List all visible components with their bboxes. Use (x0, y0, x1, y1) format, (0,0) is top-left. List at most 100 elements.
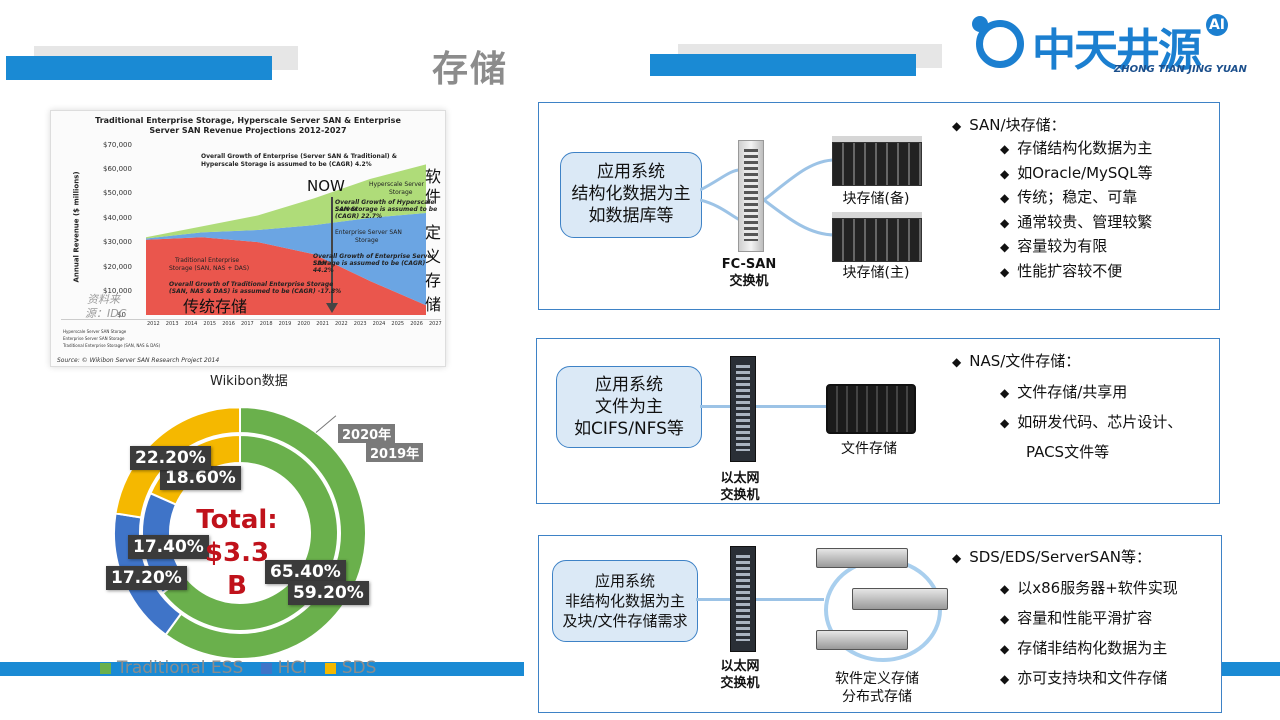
list-item-text: 存储结构化数据为主 (1017, 139, 1153, 157)
now-arrow-line (331, 197, 333, 307)
sds-heading: ◆SDS/EDS/ServerSAN等： (952, 546, 1151, 567)
nas-switch-label-line: 以太网 (720, 471, 760, 486)
bullet-diamond-icon: ◆ (952, 551, 962, 565)
server-icon (852, 588, 948, 610)
sds-app-line: 非结构化数据为主 (564, 592, 685, 610)
san-app-line: 如数据库等 (588, 206, 674, 226)
logo-mark (976, 20, 1024, 68)
list-item: ◆亦可支持块和文件存储 (1000, 664, 1178, 694)
sds-app-line: 及块/文件存储需求 (562, 612, 688, 630)
ytick: $70,000 (103, 141, 132, 149)
bullet-diamond-icon: ◆ (1000, 582, 1010, 596)
list-item-text: 容量较为有限 (1017, 237, 1108, 255)
bullet-diamond-icon: ◆ (1000, 612, 1010, 626)
total-label: Total: (196, 505, 278, 535)
header-bar-right-blue (650, 54, 916, 76)
year-tick: 2012 (147, 321, 160, 327)
legend-sds: SDS (341, 658, 377, 678)
list-item: ◆容量较为有限 (1000, 235, 1153, 260)
san-app-line: 结构化数据为主 (571, 184, 691, 204)
sds-link (754, 598, 824, 601)
chart-label: Storage is assumed to be (CAGR) 44.2% (313, 260, 426, 274)
list-item-text: 通常较贵、管理较繁 (1017, 212, 1153, 231)
table-row-label: Hyperscale Server SAN Storage (63, 329, 127, 334)
fc-san-label-line: FC-SAN (721, 257, 777, 272)
list-item: ◆存储非结构化数据为主 (1000, 634, 1178, 664)
year-label-2019: 2019年 (366, 443, 424, 462)
nas-switch-label: 以太网 交换机 (700, 470, 780, 504)
list-item: ◆ 以x86服务器+软件实现 (1000, 574, 1178, 604)
file-storage-label: 文件存储 (841, 441, 897, 457)
fc-san-label: FC-SAN 交换机 (706, 256, 792, 290)
year-tick: 2016 (222, 321, 235, 327)
chart-source-cn: 资料来 (87, 293, 120, 306)
sds-switch-label: 以太网 交换机 (700, 658, 780, 692)
header-bar-left-blue (6, 56, 272, 80)
legend-swatch (324, 662, 336, 674)
sds-app-line: 应用系统 (594, 572, 655, 590)
year-label-2020: 2020年 (338, 424, 396, 443)
list-item: ◆性能扩容较不便 (1000, 260, 1153, 285)
chart-label: (CAGR) 22.7% (335, 213, 382, 220)
list-item-text: 文件存储/共享用 (1017, 383, 1128, 401)
chart-label: Overall Growth of Hyperscale Server (335, 199, 435, 213)
chart-label: Traditional Enterprise (175, 257, 240, 264)
legend-hci: HCI (277, 658, 308, 678)
page-title: 存储 (432, 49, 509, 90)
chart-label: SAN Storage is assumed to be (335, 206, 438, 213)
year-tick: 2021 (316, 321, 329, 327)
chart-label: Storage (389, 189, 413, 196)
year-tick: 2019 (278, 321, 292, 327)
chart-growth-note: Hyperscale Storage is assumed to be (CAG… (201, 161, 372, 168)
list-item-text: PACS文件等 (1026, 443, 1110, 461)
ytick: $50,000 (103, 189, 132, 197)
year-tick: 2022 (335, 321, 348, 327)
donut-total: Total: $3.3 B (196, 504, 278, 603)
legend-traditional: Traditional ESS (117, 658, 244, 678)
bullet-diamond-icon: ◆ (952, 355, 962, 369)
list-item: ◆如Oracle/MySQL等 (1000, 162, 1153, 187)
chart-title-line2: Server SAN Revenue Projections 2012-2027 (149, 126, 347, 135)
nas-app-box: 应用系统 文件为主 如CIFS/NFS等 (556, 366, 702, 448)
legend-swatch (260, 662, 272, 674)
chart-label: Overall Growth of Enterprise Server SAN (313, 253, 435, 267)
chart-now-label: NOW (307, 177, 345, 195)
nas-app-line: 如CIFS/NFS等 (574, 419, 684, 439)
san-app-line: 应用系统 (597, 162, 665, 182)
chart-cn-defined: 定义存储 (425, 223, 442, 314)
list-item-text: 性能扩容较不便 (1017, 261, 1123, 280)
list-item-text: 如研发代码、芯片设计、 (1017, 413, 1183, 431)
sds-storage-label: 软件定义存储 分布式存储 (822, 670, 932, 706)
ytick: $20,000 (103, 263, 132, 271)
server-icon (816, 630, 908, 650)
pct-hci-2020: 17.40% (128, 535, 209, 559)
pct-sds-2020: 18.60% (160, 466, 241, 490)
revenue-chart-image: Traditional Enterprise Storage, Hypersca… (50, 110, 446, 367)
area-series-0 (146, 237, 426, 315)
chart-label: (SAN, NAS & DAS) is assumed to be (CAGR)… (169, 288, 342, 295)
legend-swatch (100, 662, 111, 674)
block-storage-main-label: 块存储(主) (842, 265, 910, 281)
table-row-label: Enterprise Server SAN Storage (63, 336, 125, 341)
pct-trad-2020: 65.40% (265, 560, 346, 584)
fc-san-switch-icon (738, 140, 764, 252)
sds-storage-label-line: 软件定义存储 (835, 671, 919, 687)
chart-caption: Wikibon数据 (210, 374, 288, 389)
bullet-diamond-icon: ◆ (1000, 191, 1010, 205)
fc-san-label-line: 交换机 (729, 274, 769, 289)
logo-dot (972, 16, 988, 32)
list-item: ◆通常较贵、管理较繁 (1000, 211, 1153, 236)
ytick: $10,000 (103, 287, 132, 295)
block-storage-backup-icon (832, 142, 922, 186)
bullet-diamond-icon: ◆ (1000, 142, 1010, 156)
pct-trad-2019: 59.20% (288, 581, 369, 605)
area-series-2 (146, 164, 426, 239)
list-item-text: 以x86服务器+软件实现 (1017, 579, 1178, 597)
ytick: $60,000 (103, 165, 132, 173)
year-tick: 2026 (410, 321, 423, 327)
list-item: ◆如研发代码、芯片设计、 (1000, 408, 1182, 438)
nas-link (700, 405, 730, 408)
chart-label: Enterprise Server SAN (335, 229, 402, 236)
nas-list: ◆文件存储/共享用 ◆如研发代码、芯片设计、 PACS文件等 (1000, 378, 1182, 467)
san-app-box: 应用系统 结构化数据为主 如数据库等 (560, 152, 702, 238)
